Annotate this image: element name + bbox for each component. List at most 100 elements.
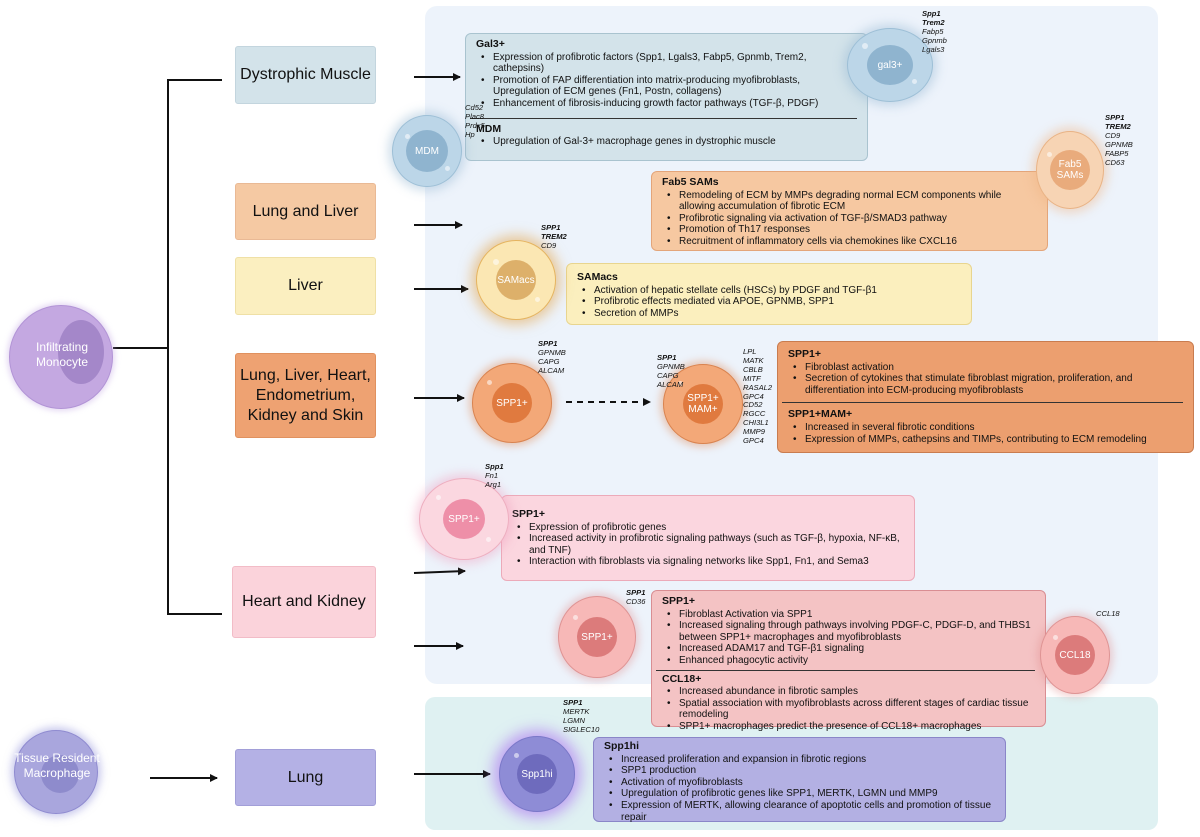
info-item: Increased abundance in fibrotic samples	[662, 686, 1035, 698]
tissue-resident-macrophage-cell: Tissue Resident Macrophage	[14, 730, 100, 814]
info-spp1-mam: SPP1+ Fibroblast activation Secretion of…	[777, 341, 1194, 453]
gene-label: TREM2	[541, 231, 567, 241]
tissue-lung-and-liver: Lung and Liver	[235, 183, 376, 240]
gene-label: CD9	[1105, 130, 1121, 140]
gene-label: GPNMB	[657, 361, 685, 371]
info-item: Secretion of MMPs	[577, 308, 961, 320]
gene-label: CD52	[743, 400, 763, 410]
gene-label: SPP1	[563, 698, 583, 707]
tissue-lung: Lung	[235, 749, 376, 806]
info-fab5-sams: Fab5 SAMs Remodeling of ECM by MMPs degr…	[651, 171, 1048, 251]
info-item: Interaction with fibroblasts via signali…	[512, 556, 904, 568]
gene-label: SPP1	[1105, 113, 1125, 122]
fab5-label: Fab5 SAMs	[1050, 150, 1090, 190]
divider	[782, 402, 1183, 404]
info-item: Spatial association with myofibroblasts …	[662, 698, 1035, 721]
info-title: SPP1+	[788, 348, 821, 360]
info-gal3-item: Promotion of FAP differentiation into ma…	[476, 75, 857, 98]
arrow-heart-upper	[413, 567, 466, 576]
spp1-cell: SPP1+	[472, 363, 552, 443]
ccl18-label: CCL18	[1055, 635, 1095, 675]
info-item: Increased signaling through pathways inv…	[662, 620, 1035, 643]
spp1hi-cell: Spp1hi	[499, 736, 575, 812]
info-item: Increased activity in profibrotic signal…	[512, 533, 904, 556]
spp1-heart-label: SPP1+	[577, 617, 617, 657]
gene-label: CBLB	[743, 364, 763, 374]
info-title: SPP1+	[662, 595, 695, 607]
info-item: Expression of profibrotic genes	[512, 522, 904, 534]
spp1-mam-cell: SPP1+ MAM+	[663, 364, 743, 444]
spp1hi-label: Spp1hi	[517, 754, 557, 794]
gene-label: LGMN	[563, 715, 585, 725]
info-title: SPP1+MAM+	[788, 408, 853, 421]
info-item: Recruitment of inflammatory cells via ch…	[662, 236, 1037, 248]
gene-label: CAPG	[538, 356, 560, 366]
gene-label: GPNMB	[538, 347, 566, 357]
info-title: SPP1+	[512, 508, 545, 520]
gene-label: Cd52	[465, 103, 484, 112]
monocyte-nucleus	[58, 320, 104, 384]
info-dystrophic-muscle: Gal3+ Expression of profibrotic factors …	[465, 33, 868, 161]
info-mdm-item: Upregulation of Gal-3+ macrophage genes …	[476, 136, 857, 148]
trm-nucleus	[41, 755, 79, 793]
gene-label: SPP1	[538, 339, 558, 348]
gene-label: SPP1	[657, 353, 677, 362]
gene-label: Gpnmb	[922, 35, 947, 45]
gene-label: RASAL2	[743, 382, 773, 392]
info-title: CCL18+	[662, 672, 702, 685]
info-gal3-item: Enhancement of fibrosis-inducing growth …	[476, 98, 857, 110]
gene-label: GPC4	[743, 391, 764, 401]
spp1-label: SPP1+	[492, 383, 532, 423]
info-item: Activation of myofibroblasts	[604, 777, 995, 789]
spp1-pink-cell: SPP1+	[419, 478, 509, 560]
info-item: SPP1 production	[604, 765, 995, 777]
samacs-cell: SAMacs	[476, 240, 556, 320]
info-spp1hi: Spp1hi Increased proliferation and expan…	[593, 737, 1006, 823]
bracket-bottom	[167, 613, 222, 615]
gene-label: TREM2	[1105, 121, 1131, 131]
genes-ccl18: CCL18	[1096, 609, 1120, 619]
samacs-label: SAMacs	[496, 260, 536, 300]
tissue-multi-organ: Lung, Liver, Heart, Endometrium, Kidney …	[235, 353, 376, 438]
gene-label: SPP1	[541, 223, 561, 232]
gene-label: MITF	[743, 373, 761, 383]
info-spp1-heart-kidney: SPP1+ Expression of profibrotic genes In…	[501, 495, 915, 581]
gene-label: CD36	[626, 596, 646, 606]
gene-label: Hp	[465, 129, 475, 139]
gal3-label: gal3+	[867, 45, 913, 85]
monocyte-connector	[113, 347, 169, 349]
info-spp1-ccl18: SPP1+ Fibroblast Activation via SPP1 Inc…	[651, 590, 1046, 732]
info-gal3-title: Gal3+	[476, 38, 505, 50]
bracket-top	[167, 79, 222, 81]
gene-label: Prdx5	[465, 120, 485, 130]
gene-label: SIGLEC10	[563, 724, 600, 734]
gene-label: Spp1	[922, 9, 941, 18]
spp1-heart-cell: SPP1+	[558, 596, 636, 678]
info-item: Enhanced phagocytic activity	[662, 655, 1035, 667]
divider	[656, 669, 1035, 671]
info-title: SAMacs	[577, 271, 618, 283]
info-item: Secretion of cytokines that stimulate fi…	[788, 373, 1183, 396]
bracket-vertical	[167, 80, 169, 614]
gene-label: CCL18	[1096, 609, 1120, 618]
info-item: Upregulation of profibrotic genes like S…	[604, 788, 995, 800]
gene-label: CHI3L1	[743, 418, 769, 428]
infiltrating-monocyte-cell: Infiltrating Monocyte	[9, 305, 113, 409]
info-item: Promotion of Th17 responses	[662, 224, 1037, 236]
gene-label: RGCC	[743, 409, 766, 419]
info-samacs: SAMacs Activation of hepatic stellate ce…	[566, 263, 972, 325]
gene-label: CAPG	[657, 370, 679, 380]
gene-label: MERTK	[563, 706, 590, 716]
gene-label: ALCAM	[538, 365, 565, 375]
tissue-liver: Liver	[235, 257, 376, 315]
info-item: Activation of hepatic stellate cells (HS…	[577, 285, 961, 297]
info-item: Profibrotic effects mediated via APOE, G…	[577, 296, 961, 308]
info-title: Fab5 SAMs	[662, 176, 719, 188]
